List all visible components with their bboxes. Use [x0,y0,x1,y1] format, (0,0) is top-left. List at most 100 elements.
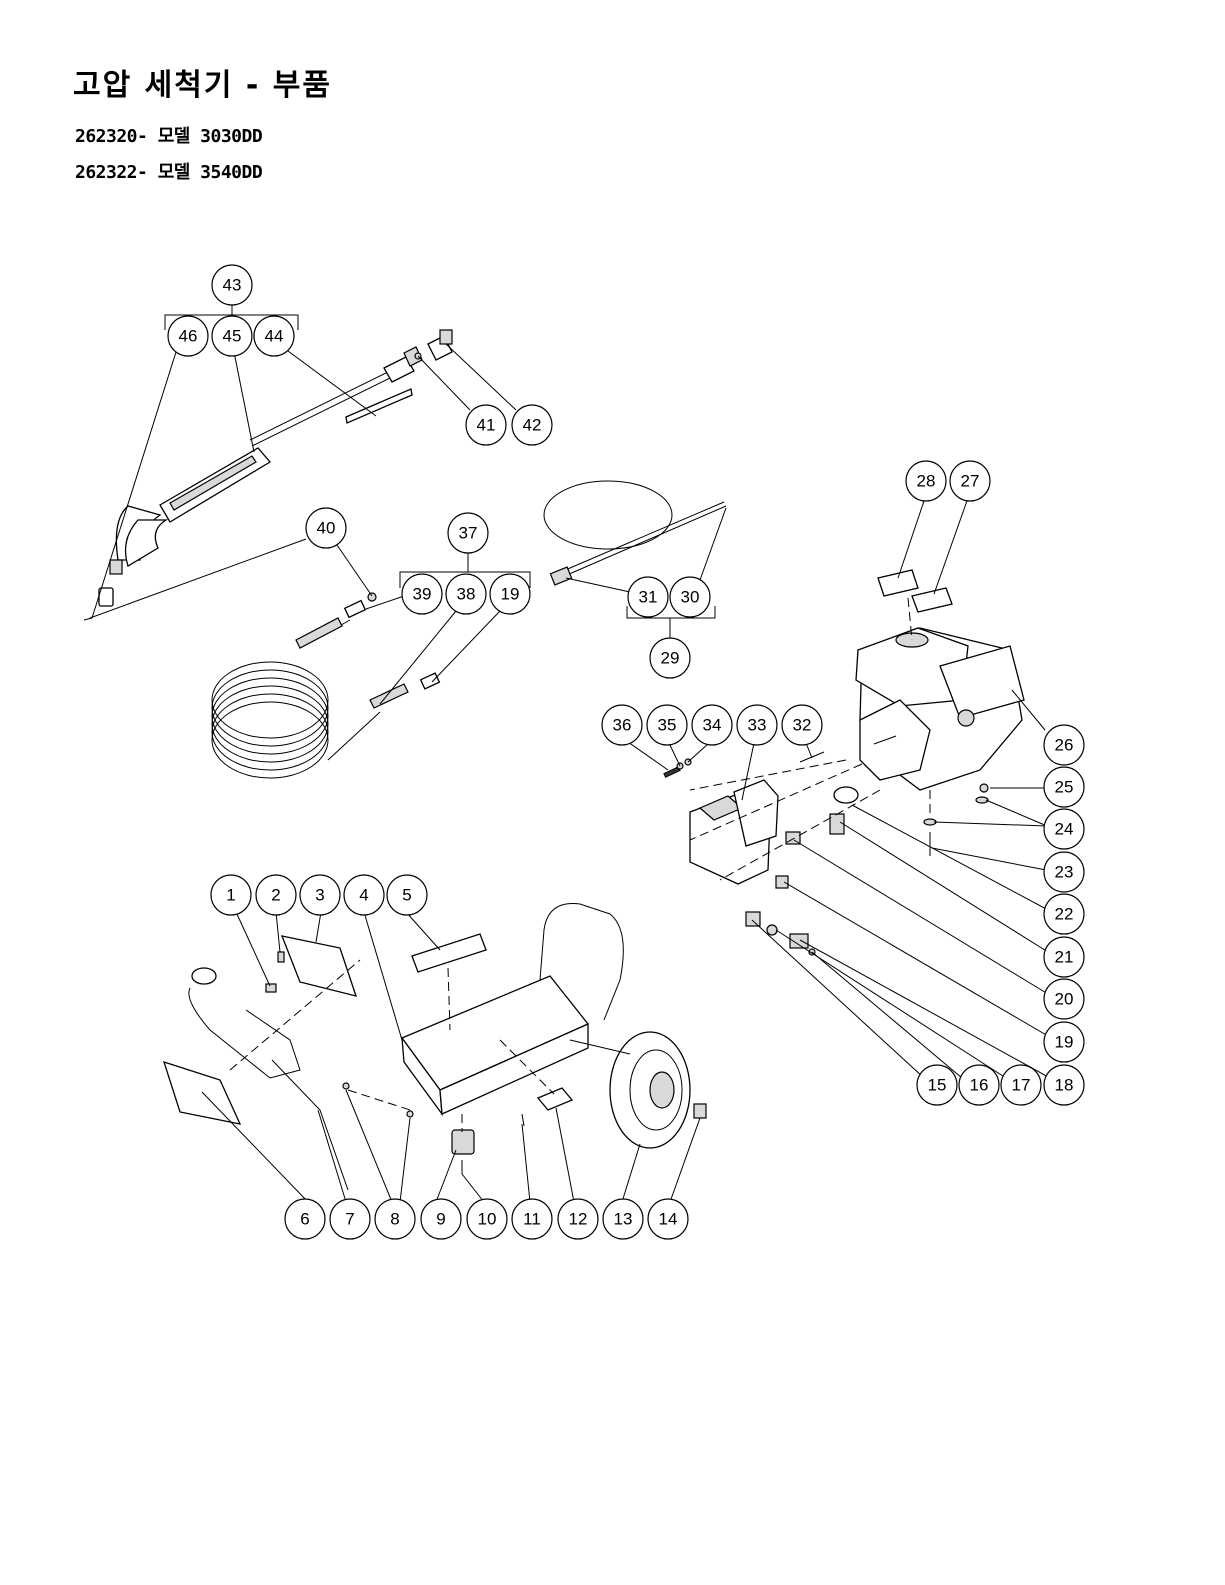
svg-text:1: 1 [226,886,235,905]
svg-text:28: 28 [917,472,936,491]
svg-text:8: 8 [390,1210,399,1229]
callout-26: 26 [1044,725,1084,765]
svg-text:22: 22 [1055,905,1074,924]
callout-8: 8 [375,1199,415,1239]
callout-2: 2 [256,875,296,915]
svg-text:5: 5 [402,886,411,905]
callout-23: 23 [1044,852,1084,892]
svg-text:15: 15 [928,1076,947,1095]
svg-text:29: 29 [661,649,680,668]
svg-text:7: 7 [345,1210,354,1229]
callout-34: 34 [692,705,732,745]
callout-31: 31 [628,577,668,617]
callout-39: 39 [402,574,442,614]
svg-text:32: 32 [793,716,812,735]
callout-22: 22 [1044,894,1084,934]
callout-1: 1 [211,875,251,915]
svg-text:36: 36 [613,716,632,735]
callout-44: 44 [254,316,294,356]
callout-11: 11 [512,1199,552,1239]
callout-19-pump: 19 [1044,1022,1084,1062]
callout-25: 25 [1044,767,1084,807]
svg-text:44: 44 [265,327,284,346]
svg-text:9: 9 [436,1210,445,1229]
svg-text:19: 19 [1055,1033,1074,1052]
callout-27: 27 [950,461,990,501]
svg-text:2: 2 [271,886,280,905]
callout-15: 15 [917,1065,957,1105]
svg-text:42: 42 [523,416,542,435]
svg-text:23: 23 [1055,863,1074,882]
callout-4: 4 [344,875,384,915]
svg-text:35: 35 [658,716,677,735]
svg-text:17: 17 [1012,1076,1031,1095]
callout-40: 40 [306,508,346,548]
svg-text:18: 18 [1055,1076,1074,1095]
svg-text:34: 34 [703,716,722,735]
callout-20: 20 [1044,979,1084,1019]
svg-text:40: 40 [317,519,336,538]
cart-frame-illustration [164,904,706,1190]
callout-24: 24 [1044,809,1084,849]
svg-text:46: 46 [179,327,198,346]
svg-text:31: 31 [639,588,658,607]
svg-text:45: 45 [223,327,242,346]
svg-text:19: 19 [501,585,520,604]
callout-42: 42 [512,405,552,445]
svg-text:4: 4 [359,886,368,905]
callout-37: 37 [448,513,488,553]
callout-33: 33 [737,705,777,745]
callout-12: 12 [558,1199,598,1239]
svg-text:3: 3 [315,886,324,905]
callout-18: 18 [1044,1065,1084,1105]
svg-text:21: 21 [1055,948,1074,967]
callout-17: 17 [1001,1065,1041,1105]
callout-41: 41 [466,405,506,445]
svg-text:43: 43 [223,276,242,295]
intake-hose-illustration [544,481,726,585]
svg-text:33: 33 [748,716,767,735]
svg-text:6: 6 [300,1210,309,1229]
svg-text:24: 24 [1055,820,1074,839]
svg-text:26: 26 [1055,736,1074,755]
callout-45: 45 [212,316,252,356]
svg-text:38: 38 [457,585,476,604]
callout-14: 14 [648,1199,688,1239]
svg-text:10: 10 [478,1210,497,1229]
callout-9: 9 [421,1199,461,1239]
callout-10: 10 [467,1199,507,1239]
svg-text:41: 41 [477,416,496,435]
svg-text:12: 12 [569,1210,588,1229]
callout-32: 32 [782,705,822,745]
callout-29: 29 [650,638,690,678]
svg-text:37: 37 [459,524,478,543]
callout-28: 28 [906,461,946,501]
callout-38: 38 [446,574,486,614]
callout-43: 43 [212,265,252,305]
callout-46: 46 [168,316,208,356]
svg-text:16: 16 [970,1076,989,1095]
svg-text:39: 39 [413,585,432,604]
svg-text:14: 14 [659,1210,678,1229]
engine-illustration [856,570,1024,790]
svg-text:25: 25 [1055,778,1074,797]
callout-35: 35 [647,705,687,745]
svg-text:20: 20 [1055,990,1074,1009]
callout-3: 3 [300,875,340,915]
svg-text:30: 30 [681,588,700,607]
spray-gun-illustration [84,330,452,620]
callout-7: 7 [330,1199,370,1239]
callout-36: 36 [602,705,642,745]
svg-text:13: 13 [614,1210,633,1229]
callout-16: 16 [959,1065,999,1105]
svg-text:11: 11 [523,1210,541,1229]
high-pressure-hose-illustration [212,593,439,778]
callout-30: 30 [670,577,710,617]
callout-6: 6 [285,1199,325,1239]
svg-text:27: 27 [961,472,980,491]
callout-5: 5 [387,875,427,915]
callout-13: 13 [603,1199,643,1239]
callout-21: 21 [1044,937,1084,977]
callout-19-hose: 19 [490,574,530,614]
